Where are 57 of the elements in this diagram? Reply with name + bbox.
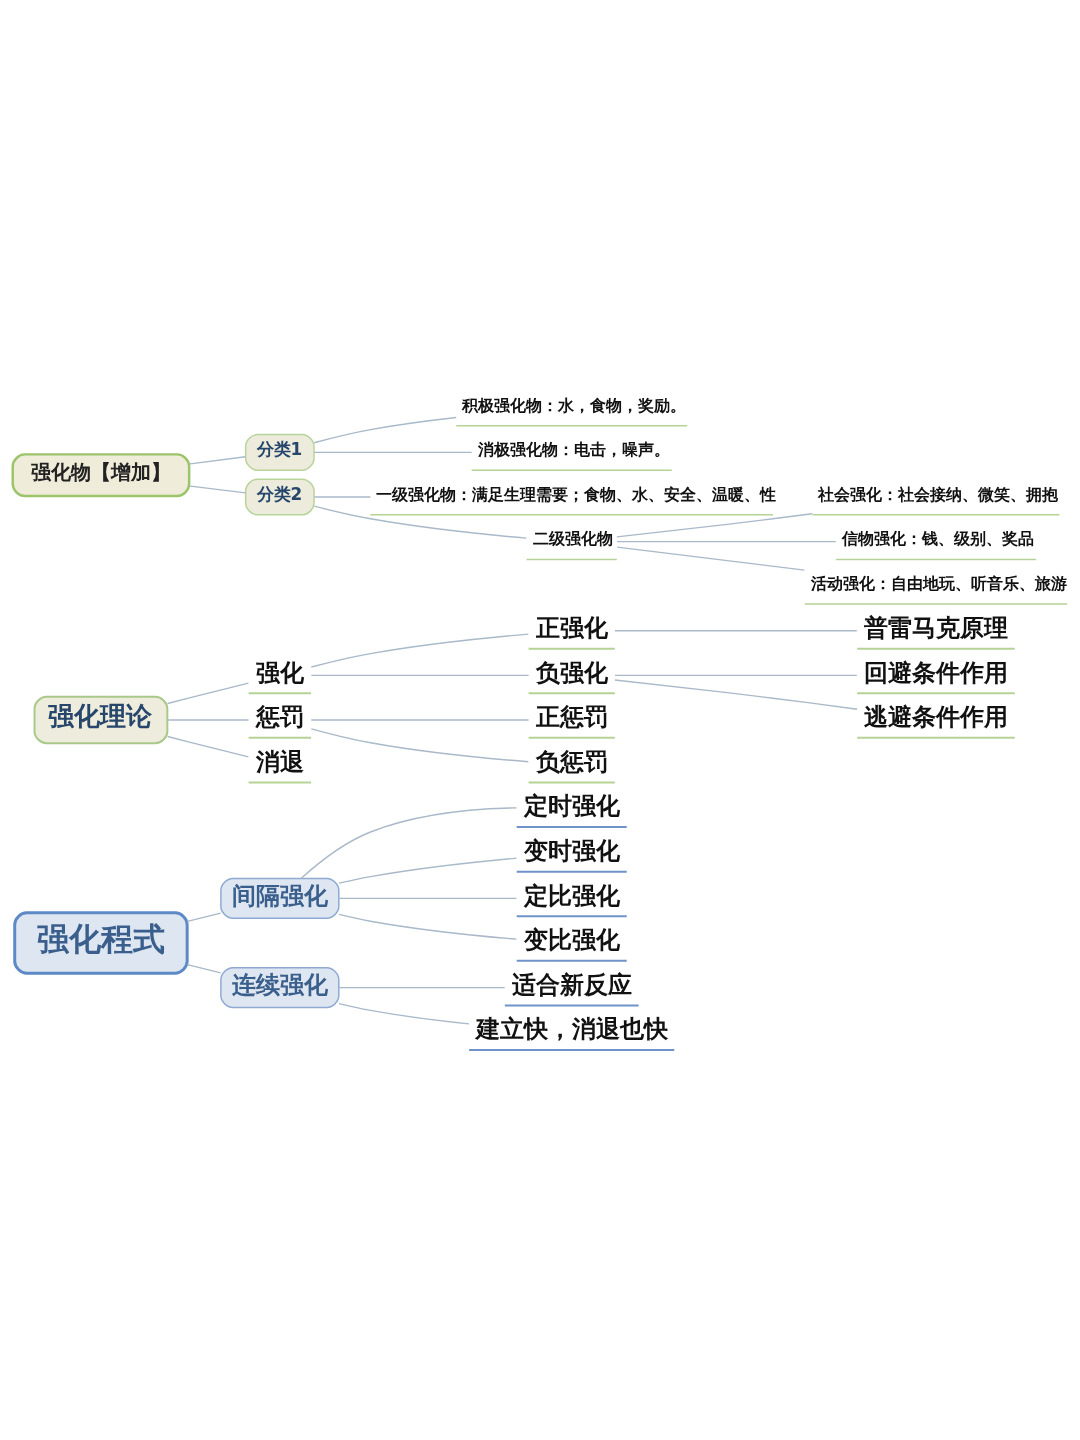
node-text: 建立快，消退也快: [476, 1015, 669, 1044]
connector: [614, 630, 858, 632]
node-text: 正惩罚: [535, 703, 608, 732]
node-text: 二级强化物: [532, 529, 613, 549]
connector: [313, 416, 457, 444]
connector: [338, 857, 518, 884]
connector: [614, 674, 858, 677]
connector: [186, 963, 222, 974]
node-text: 负强化: [535, 658, 608, 687]
node-box: 强化物【增加】: [11, 453, 191, 498]
node-box: 间隔强化: [220, 877, 340, 919]
connector: [310, 633, 529, 668]
node-text: 逃避条件作用: [864, 703, 1009, 732]
connector: [616, 513, 814, 538]
connector: [310, 719, 530, 721]
connector: [310, 728, 529, 763]
connector: [338, 986, 506, 989]
node-text: 活动强化：自由地玩、听音乐、旅游: [810, 573, 1067, 593]
connector: [300, 807, 518, 880]
node-text: 定比强化: [523, 881, 620, 910]
node-box: 强化程式: [13, 911, 189, 975]
connector: [338, 913, 518, 940]
node-text: 惩罚: [255, 703, 304, 732]
node-box: 分类1: [244, 433, 315, 471]
connector: [338, 897, 518, 900]
node-text: 变比强化: [523, 926, 620, 955]
connector: [313, 505, 528, 539]
node-text: 信物强化：钱、级别、奖品: [841, 529, 1034, 549]
node-box: 强化理论: [33, 695, 169, 745]
connector: [166, 719, 250, 721]
node-text: 正强化: [535, 613, 608, 642]
connector: [188, 485, 247, 494]
node-text: 社会强化：社会接纳、微笑、拥抱: [818, 484, 1059, 504]
connector: [313, 496, 372, 498]
connector: [186, 912, 222, 923]
connector: [338, 1002, 470, 1025]
node-text: 消退: [255, 747, 304, 776]
node-text: 积极强化物：水，食物，奖励。: [462, 395, 687, 415]
connector: [616, 546, 806, 571]
node-box: 分类2: [244, 478, 315, 516]
node-text: 负惩罚: [535, 747, 608, 776]
connector: [166, 682, 250, 705]
node-box: 连续强化: [220, 967, 340, 1009]
node-text: 回避条件作用: [864, 658, 1009, 687]
node-text: 适合新反应: [511, 970, 632, 999]
node-text: 普雷马克原理: [864, 613, 1009, 642]
node-text: 消极强化物：电击，噪声。: [477, 440, 670, 460]
connector: [614, 679, 858, 710]
node-text: 定时强化: [523, 792, 620, 821]
node-text: 强化: [255, 658, 304, 687]
node-text: 一级强化物：满足生理需要；食物、水、安全、温暖、性: [376, 484, 777, 504]
connector: [188, 456, 247, 465]
connector: [616, 540, 837, 543]
connector: [310, 674, 530, 677]
node-text: 变时强化: [523, 836, 620, 865]
connector: [166, 735, 250, 758]
connector: [313, 451, 473, 454]
